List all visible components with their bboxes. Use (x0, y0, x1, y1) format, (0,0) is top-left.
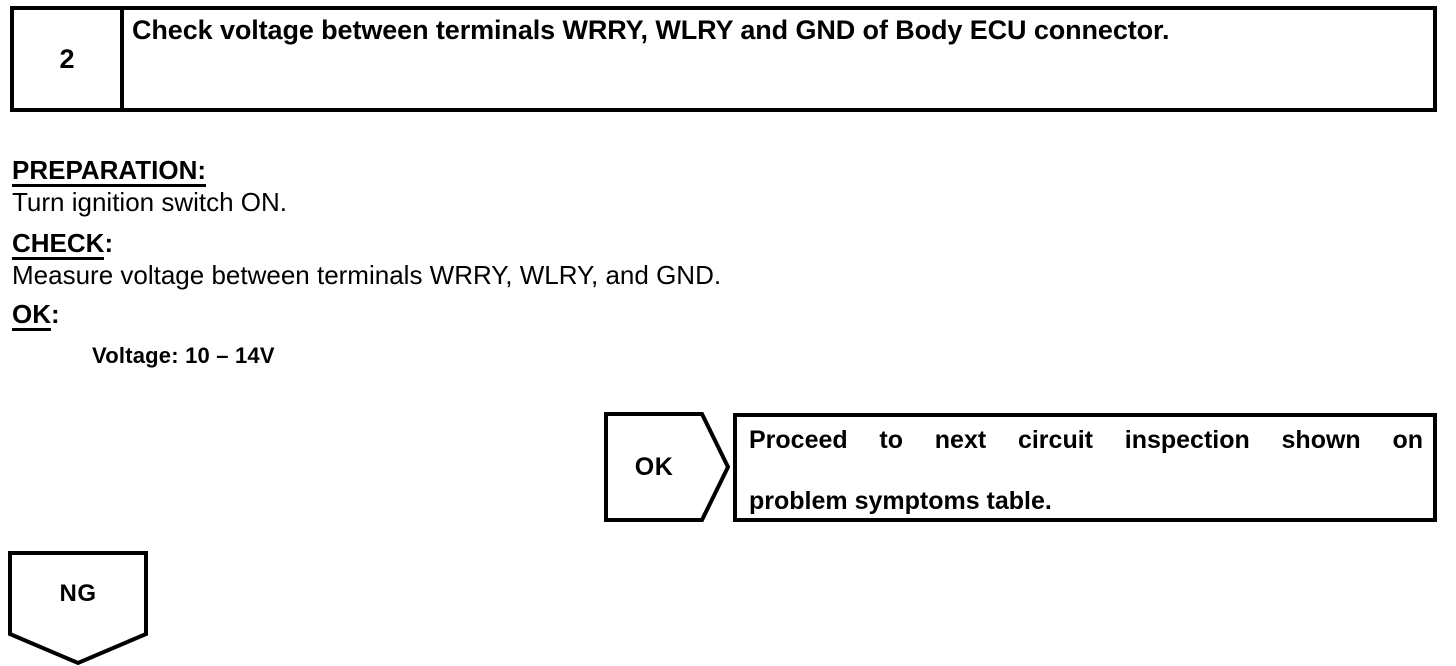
preparation-heading-text: PREPARATION: (12, 155, 207, 187)
procedure-block: PREPARATION: Turn ignition switch ON. CH… (12, 157, 1012, 367)
check-heading-text: CHECK (12, 228, 105, 260)
ok-result-box: Proceed to next circuit inspection shown… (733, 413, 1437, 522)
ng-pennant-label: NG (59, 580, 97, 607)
step-header-table: 2 Check voltage between terminals WRRY, … (10, 6, 1437, 112)
ok-result-line-1: Proceed to next circuit inspection shown… (749, 426, 1423, 454)
ok-heading: OK: (12, 301, 1012, 333)
step-number-cell: 2 (14, 10, 124, 108)
check-heading: CHECK: (12, 230, 1012, 262)
ok-value: Voltage: 10 – 14V (92, 343, 275, 368)
ok-pennant-shape (604, 412, 730, 522)
check-heading-colon: : (104, 228, 114, 258)
ok-result-text: Proceed to next circuit inspection shown… (749, 425, 1423, 517)
step-number: 2 (59, 43, 75, 74)
ng-pennant: NG (8, 551, 148, 666)
check-text: Measure voltage between terminals WRRY, … (12, 260, 722, 290)
ok-pennant-label: OK (634, 452, 674, 481)
preparation-heading: PREPARATION: (12, 157, 1012, 189)
step-title-cell: Check voltage between terminals WRRY, WL… (124, 10, 1433, 108)
spacer-1 (12, 215, 1012, 230)
ok-pennant: OK (604, 412, 730, 522)
preparation-text: Turn ignition switch ON. (12, 187, 288, 217)
ok-heading-text: OK (12, 299, 51, 331)
ok-result-line-2: problem symptoms table. (749, 487, 1052, 515)
ok-heading-colon: : (51, 299, 60, 329)
ng-pennant-shape (8, 551, 148, 666)
step-title: Check voltage between terminals WRRY, WL… (132, 15, 1170, 45)
